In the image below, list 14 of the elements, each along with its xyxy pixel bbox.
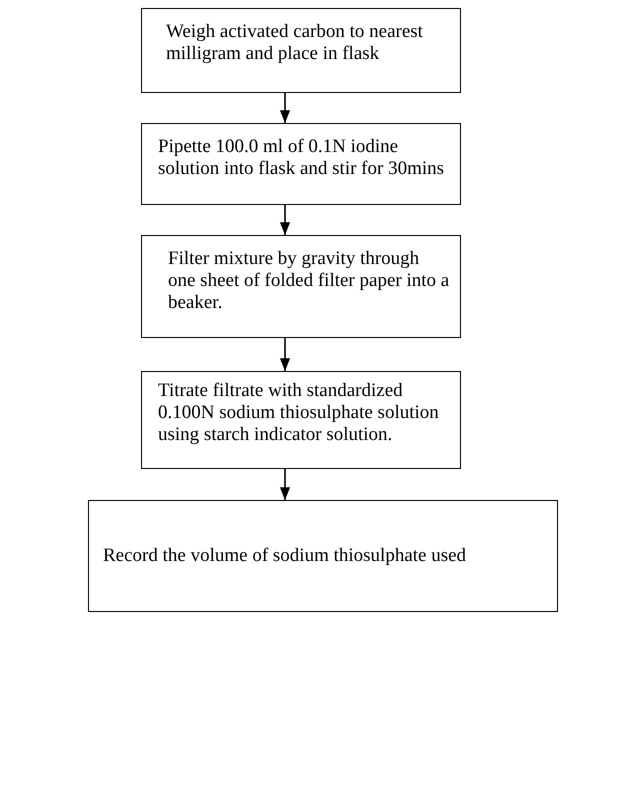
process-box: [88, 500, 558, 612]
process-box: [141, 371, 461, 469]
process-box: [141, 235, 461, 338]
step-text: Filter mixture by gravity through one sheet of folded filter paper into a beaker.: [168, 248, 450, 314]
process-box: [141, 8, 461, 93]
arrow: [280, 205, 290, 235]
step-text: Weigh activated carbon to nearest milligram and place in flask: [166, 21, 424, 65]
arrow: [280, 93, 290, 123]
process-box: [141, 123, 461, 205]
step-text: Titrate filtrate with standardized 0.100N sodium thiosulphate solution using starch indicator solution.: [158, 380, 440, 446]
arrow: [280, 469, 290, 500]
arrow: [280, 338, 290, 371]
step-text: Pipette 100.0 ml of 0.1N iodine solution into flask and stir for 30mins: [158, 136, 446, 180]
step-text: Record the volume of sodium thiosulphate used: [103, 545, 468, 567]
